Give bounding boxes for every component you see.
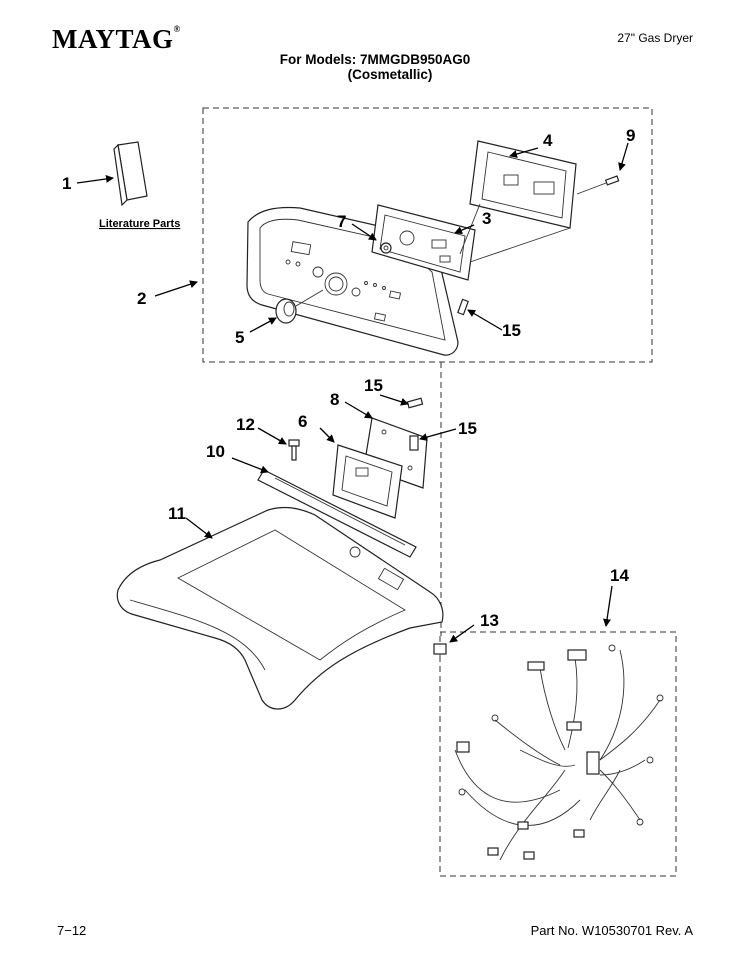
callout-8: 8 [330, 390, 339, 409]
screw-15-console-part [457, 298, 469, 316]
knob-part [275, 289, 324, 324]
callout-4: 4 [543, 131, 553, 150]
callout-15-top: 15 [364, 376, 383, 395]
page-number: 7−12 [57, 923, 87, 938]
leader-8 [344, 401, 373, 419]
leader-6 [319, 427, 335, 443]
leader-5 [249, 317, 277, 333]
callout-3: 3 [482, 209, 491, 228]
leader-9 [618, 142, 629, 171]
leader-15-console [467, 309, 503, 331]
product-type: 27" Gas Dryer [617, 31, 693, 45]
leader-11 [185, 517, 213, 539]
callout-6: 6 [298, 412, 307, 431]
leader-3 [454, 224, 475, 234]
control-module-part [332, 444, 403, 519]
leader-15-side [419, 428, 457, 441]
leader-10 [231, 457, 269, 474]
wire-harness-part [454, 644, 664, 861]
callout-15-side: 15 [458, 419, 477, 438]
callout-15-console: 15 [502, 321, 521, 340]
screw-9-part [576, 175, 620, 195]
models-title: For Models: 7MMGDB950AG0 [279, 52, 471, 67]
callout-12: 12 [236, 415, 255, 434]
leader-1 [76, 175, 114, 184]
leader-12 [257, 427, 287, 445]
variant-title: (Cosmetallic) [347, 67, 433, 82]
part-number: Part No. W10530701 Rev. A [530, 923, 693, 938]
leader-7 [351, 223, 377, 241]
leader-15-top [379, 394, 409, 406]
callout-1: 1 [62, 174, 71, 193]
encoder-part [380, 242, 392, 254]
leader-4 [509, 147, 539, 158]
grommet-part [433, 643, 447, 660]
callout-13: 13 [480, 611, 499, 630]
leader-2 [154, 280, 198, 297]
literature-parts-label: Literature Parts [99, 218, 180, 230]
brand-logo: MAYTAG® [52, 24, 181, 54]
harness-group-box [439, 631, 677, 877]
console-group-box [202, 107, 653, 363]
callout-2: 2 [137, 289, 146, 308]
top-panel-part [116, 506, 444, 710]
hinge-strip-part [257, 469, 417, 558]
callout-10: 10 [206, 442, 225, 461]
callout-14: 14 [610, 566, 629, 585]
callout-5: 5 [235, 328, 244, 347]
literature-parts-part [113, 141, 148, 207]
callout-11: 11 [168, 504, 186, 523]
callout-9: 9 [626, 126, 635, 145]
leader-13 [449, 624, 475, 643]
leader-14 [603, 585, 613, 627]
screw-12-part [288, 439, 300, 461]
console-bracket-part [459, 140, 577, 263]
callout-7: 7 [337, 212, 346, 231]
